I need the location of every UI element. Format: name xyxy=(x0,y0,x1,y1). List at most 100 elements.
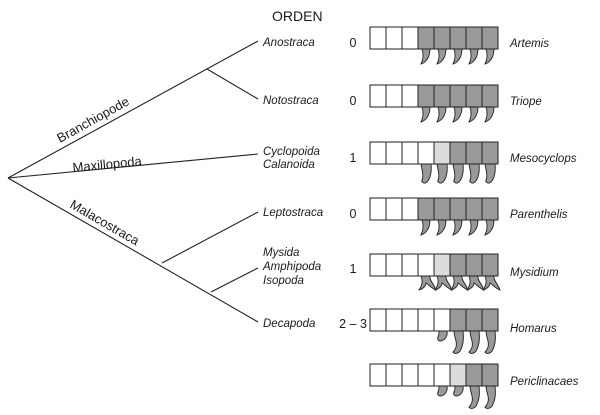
count-artemis: 0 xyxy=(350,36,357,50)
appendage-icon xyxy=(437,385,448,397)
order-label-decapoda: Decapoda xyxy=(263,318,315,330)
appendage-icon xyxy=(452,163,464,184)
genus-label-periclinacaes: Periclinacaes xyxy=(510,376,579,388)
segment-strip-periclinacaes xyxy=(369,363,499,409)
count-mysidium: 1 xyxy=(350,262,357,276)
genus-label-parenthelis: Parenthelis xyxy=(510,209,568,221)
appendage-icon xyxy=(484,330,496,354)
segment-strip-mesocyclops xyxy=(369,141,499,184)
branch-label-branchiopode: Branchiopode xyxy=(54,94,131,146)
body-segment xyxy=(369,84,387,108)
body-segment xyxy=(449,141,467,165)
appendage-icon xyxy=(465,275,485,291)
appendage-icon xyxy=(452,330,464,354)
appendage-icon xyxy=(449,275,469,291)
segment-strips xyxy=(369,26,501,409)
body-segment xyxy=(433,363,451,387)
maxilliped-counts: 0 0 1 0 1 2 – 3 xyxy=(339,36,367,331)
body-segment xyxy=(385,84,403,108)
maxillopoda-branch-line xyxy=(7,153,259,179)
segment-strip-parenthelis xyxy=(369,197,499,236)
body-segment xyxy=(417,141,435,165)
appendage-icon xyxy=(420,48,431,65)
appendage-icon xyxy=(420,106,431,123)
phylogenetic-tree xyxy=(7,40,259,323)
appendage-icon xyxy=(468,219,479,236)
body-segment xyxy=(417,253,435,277)
appendage-icon xyxy=(437,330,448,342)
appendage-icon xyxy=(484,385,496,409)
malacostraca-branch-line xyxy=(7,177,259,323)
body-segment xyxy=(401,253,419,277)
body-segment xyxy=(449,84,467,108)
body-segment xyxy=(449,197,467,221)
body-segment xyxy=(401,141,419,165)
body-segment xyxy=(449,363,467,387)
body-segment xyxy=(369,363,387,387)
body-segment xyxy=(385,308,403,332)
body-segment xyxy=(481,197,499,221)
body-segment xyxy=(401,363,419,387)
count-homarus: 2 – 3 xyxy=(339,317,367,331)
order-label-anostraca: Anostraca xyxy=(262,37,315,49)
orden-heading: ORDEN xyxy=(272,8,323,24)
body-segment xyxy=(465,308,483,332)
segment-strip-artemis xyxy=(369,26,499,65)
body-segment xyxy=(433,308,451,332)
segment-strip-triope xyxy=(369,84,499,123)
appendage-icon xyxy=(452,106,463,123)
appendage-icon xyxy=(436,163,448,184)
order-label-notostraca: Notostraca xyxy=(263,95,319,107)
count-triope: 0 xyxy=(350,94,357,108)
appendage-icon xyxy=(481,275,501,291)
body-segment xyxy=(417,84,435,108)
body-segment xyxy=(481,84,499,108)
appendage-icon xyxy=(452,219,463,236)
order-label-isopoda: Isopoda xyxy=(263,275,304,287)
order-label-calanoida: Calanoida xyxy=(263,159,315,171)
appendage-icon xyxy=(453,385,464,397)
body-segment xyxy=(465,141,483,165)
appendage-icon xyxy=(436,219,447,236)
branch-label-malacostraca: Malacostraca xyxy=(68,197,143,249)
genus-label-mesocyclops: Mesocyclops xyxy=(510,153,577,165)
segment-strip-homarus xyxy=(369,308,499,354)
body-segment xyxy=(401,197,419,221)
appendage-icon xyxy=(468,48,479,65)
body-segment xyxy=(481,308,499,332)
count-parenthelis: 0 xyxy=(350,207,357,221)
order-label-cyclopoida: Cyclopoida xyxy=(263,146,320,158)
appendage-icon xyxy=(420,219,431,236)
body-segment xyxy=(481,363,499,387)
appendage-icon xyxy=(484,48,495,65)
body-segment xyxy=(369,141,387,165)
body-segment xyxy=(465,363,483,387)
order-label-mysida: Mysida xyxy=(263,247,299,259)
body-segment xyxy=(465,84,483,108)
body-segment xyxy=(433,141,451,165)
appendage-icon xyxy=(468,330,480,354)
body-segment xyxy=(465,197,483,221)
body-segment xyxy=(449,308,467,332)
genus-label-triope: Triope xyxy=(510,96,542,108)
appendage-icon xyxy=(417,275,437,291)
body-segment xyxy=(369,197,387,221)
appendage-icon xyxy=(468,106,479,123)
body-segment xyxy=(417,197,435,221)
body-segment xyxy=(449,253,467,277)
branchiopoda-branch-line xyxy=(7,40,259,179)
body-segment xyxy=(465,253,483,277)
order-label-amphipoda: Amphipoda xyxy=(262,261,321,273)
segment-strip-mysidium xyxy=(369,253,501,291)
body-segment xyxy=(449,26,467,50)
body-segment xyxy=(369,26,387,50)
body-segment xyxy=(369,253,387,277)
genus-labels: Artemis Triope Mesocyclops Parenthelis M… xyxy=(509,38,579,388)
appendage-icon xyxy=(452,48,463,65)
notostraca-branch-line xyxy=(206,68,259,100)
body-segment xyxy=(433,253,451,277)
body-segment xyxy=(481,141,499,165)
body-segment xyxy=(401,308,419,332)
genus-label-homarus: Homarus xyxy=(510,323,557,335)
